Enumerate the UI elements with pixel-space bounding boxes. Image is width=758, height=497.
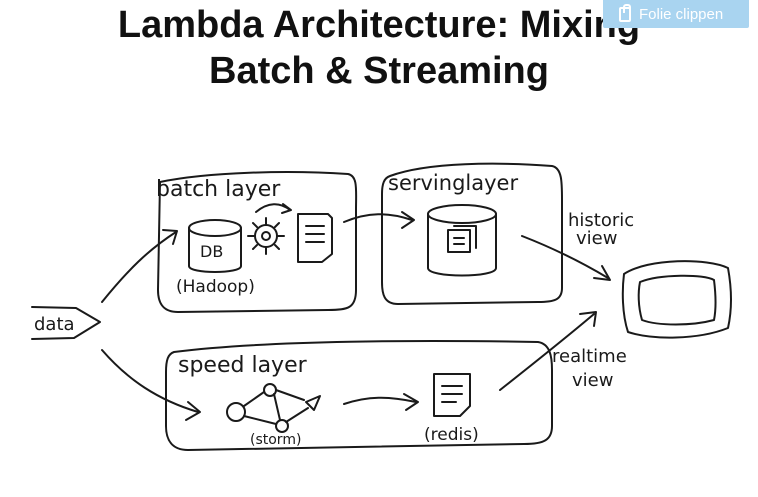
- arrowhead: [579, 311, 597, 327]
- arrow-storm-to-redis: [343, 396, 417, 405]
- batch-layer-label: batch layer: [156, 177, 281, 202]
- view-screen-icon: [621, 260, 732, 339]
- storm-graph-icon: [226, 383, 321, 433]
- batch-layer: batch layer DB (Hadoop): [156, 171, 358, 313]
- clip-slide-button[interactable]: Folie clippen: [603, 0, 749, 28]
- document-icon: [297, 213, 333, 263]
- storm-caption: (storm): [250, 432, 301, 448]
- serving-db-icon: [427, 204, 497, 277]
- arrowhead: [162, 229, 178, 245]
- arrow-data-to-speed: [101, 349, 199, 413]
- clip-icon: [619, 3, 631, 22]
- arrowhead: [401, 211, 415, 229]
- db-caption: (Hadoop): [176, 277, 255, 297]
- arrow-batch-to-serving: [343, 213, 413, 223]
- realtime-view-sublabel: view: [572, 370, 613, 391]
- historic-view-label: historic: [568, 210, 634, 231]
- realtime-view-label: realtime: [552, 346, 627, 367]
- arrowhead: [185, 401, 201, 421]
- speed-layer: speed layer (storm) (redis): [165, 340, 553, 451]
- clip-slide-label: Folie clippen: [639, 5, 724, 23]
- db-label: DB: [200, 242, 223, 261]
- speed-layer-label: speed layer: [178, 353, 308, 378]
- title-line-2: Batch & Streaming: [209, 50, 549, 92]
- arrow-speed-to-view: [499, 313, 595, 391]
- arrowhead: [281, 203, 292, 214]
- title-line-1: Lambda Architecture: Mixing: [117, 4, 641, 46]
- arrow-data-to-batch: [101, 231, 177, 303]
- historic-view-sublabel: view: [576, 228, 617, 249]
- serving-layer-label: servinglayer: [388, 171, 518, 195]
- arrowhead: [593, 265, 611, 281]
- serving-layer: servinglayer: [381, 162, 563, 305]
- data-label: data: [34, 314, 75, 335]
- slide-title: Lambda Architecture: Mixing Batch & Stre…: [0, 2, 758, 94]
- db-cylinder-icon: DB: [188, 219, 242, 273]
- redis-document-icon: [433, 373, 471, 417]
- lambda-diagram: data batch layer DB (Hadoop): [31, 162, 732, 451]
- redis-caption: (redis): [424, 425, 479, 445]
- arrow-serving-to-view: [521, 235, 609, 279]
- arrowhead: [403, 393, 419, 411]
- data-input: data: [31, 306, 101, 340]
- gear-icon: [247, 217, 285, 255]
